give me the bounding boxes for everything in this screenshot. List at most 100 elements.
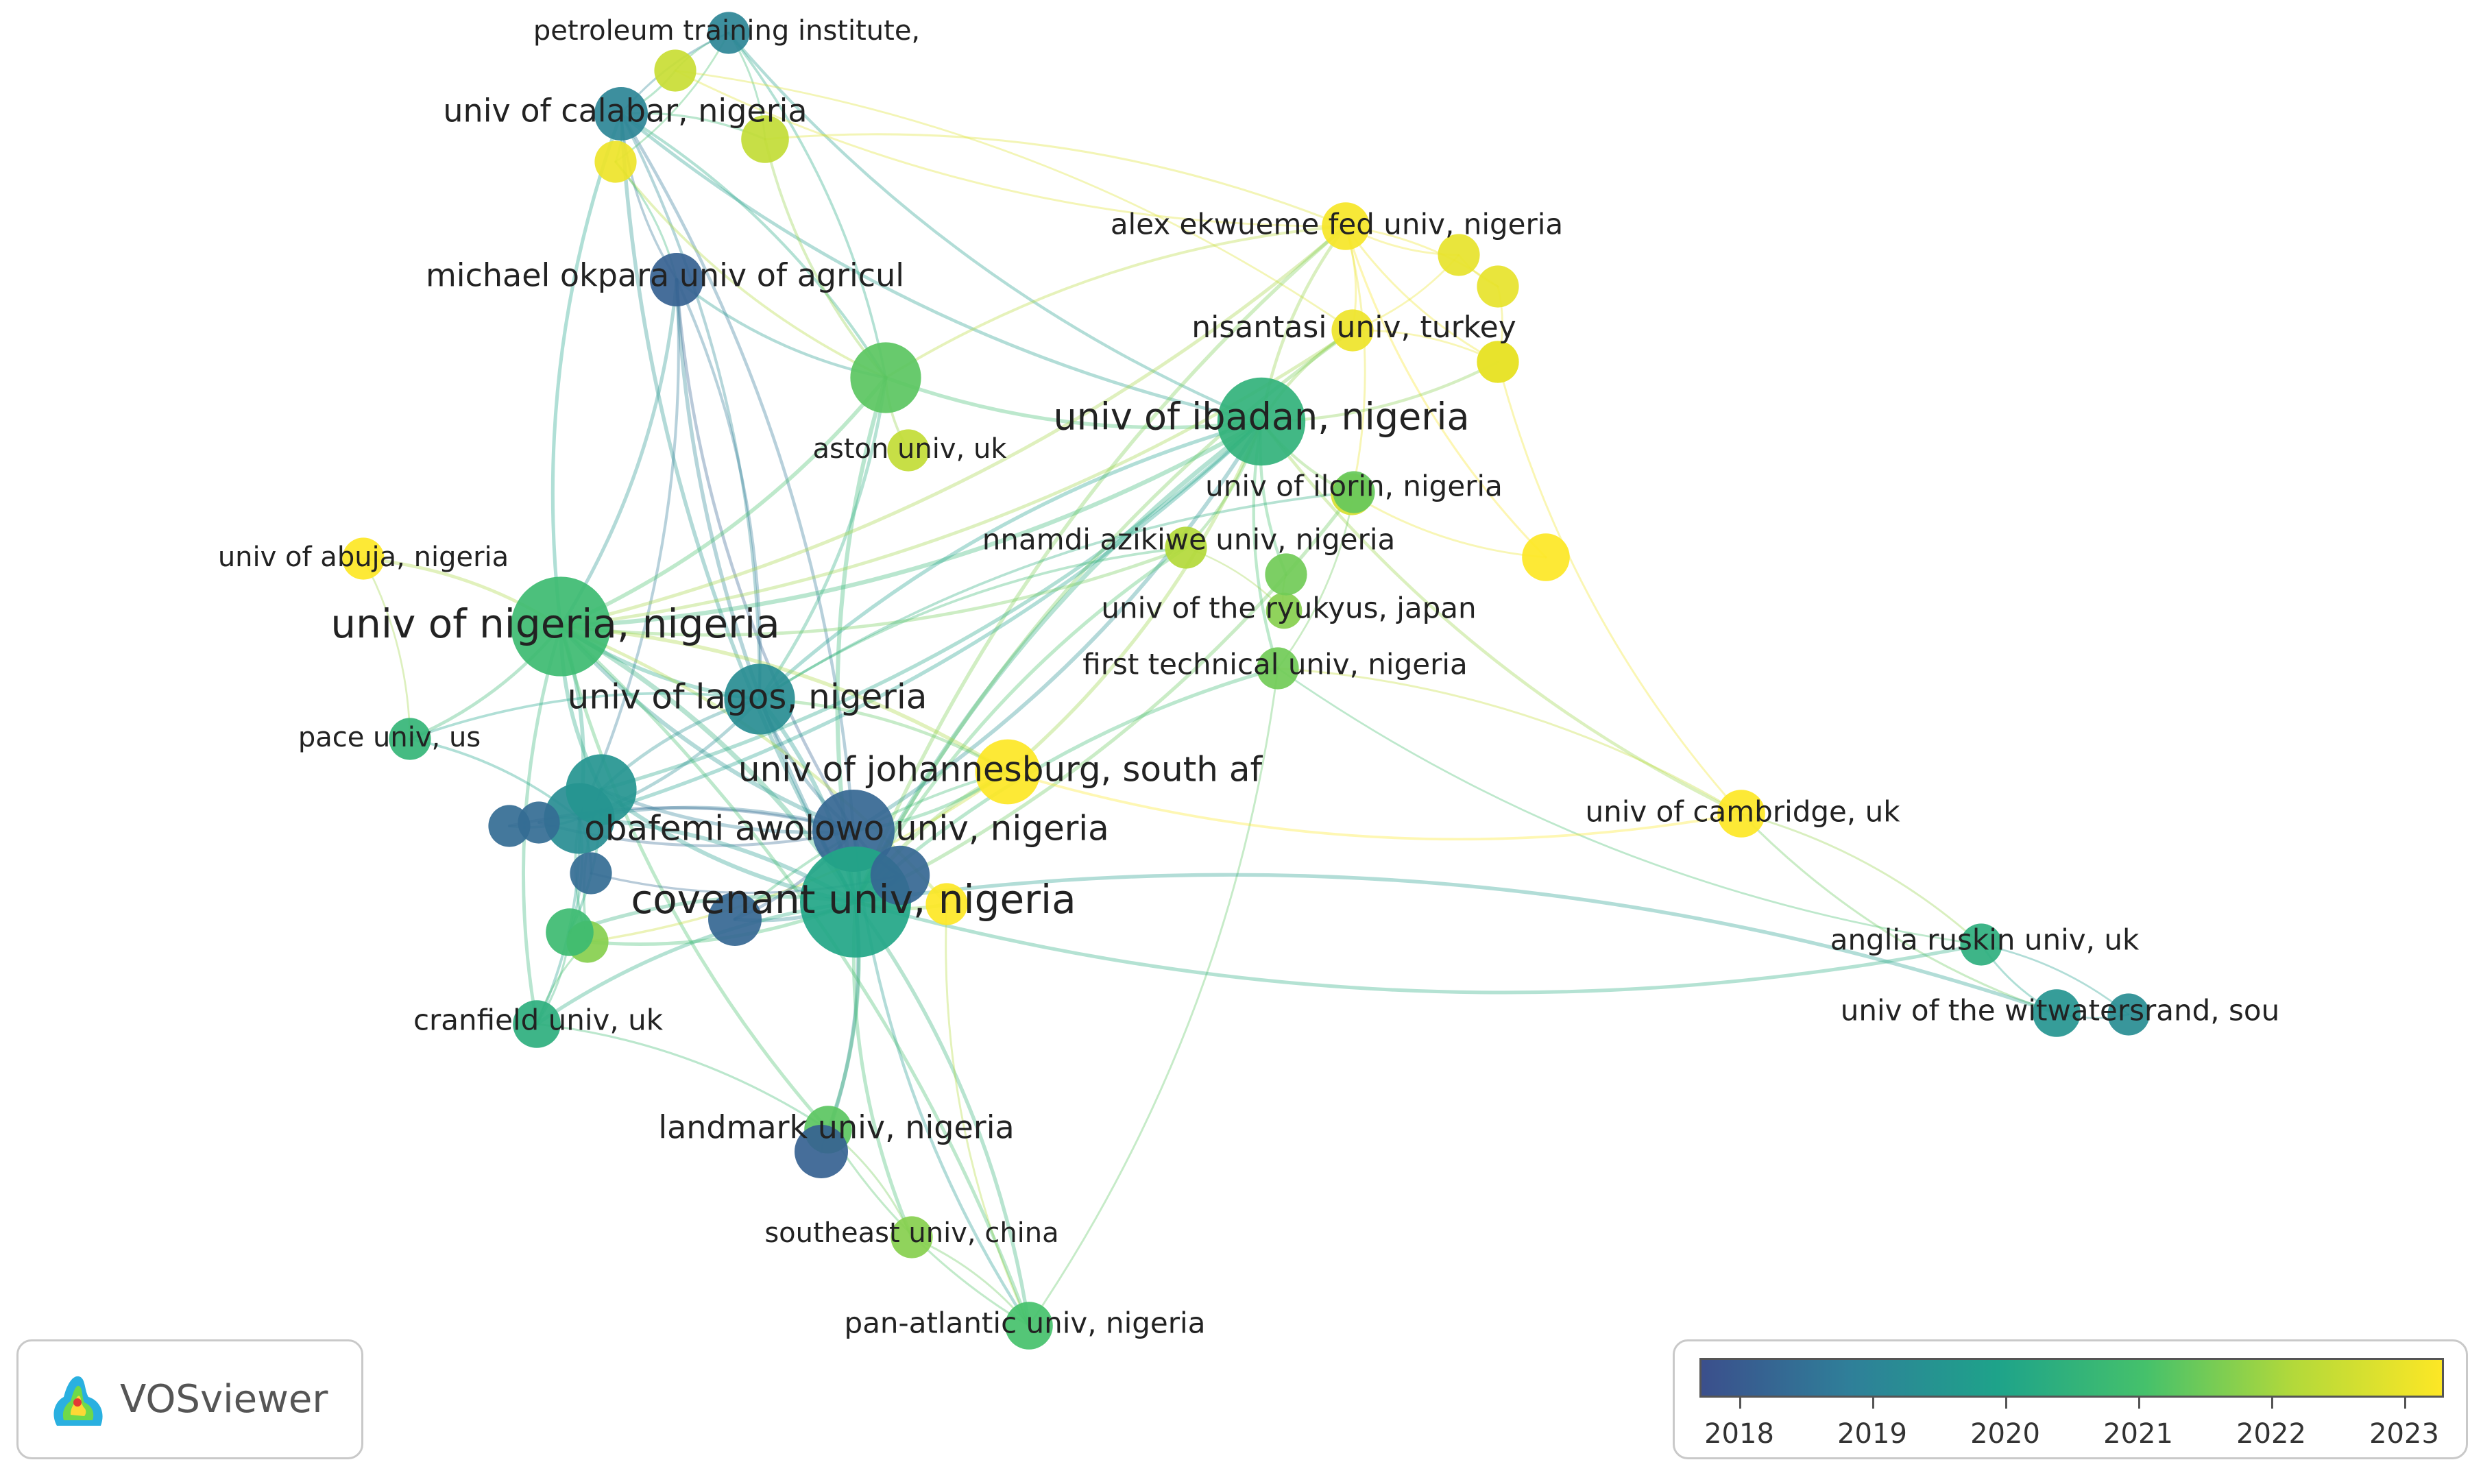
node-label-abuja[interactable]: univ of abuja, nigeria: [218, 542, 509, 573]
link-cambridge-u22: [1497, 361, 1743, 815]
node-petroleum[interactable]: [707, 12, 750, 54]
node-calabar[interactable]: [594, 87, 648, 141]
node-lagos[interactable]: [724, 664, 795, 735]
node-u23[interactable]: [2107, 993, 2150, 1036]
link-u3-u4: [764, 138, 887, 379]
node-u13[interactable]: [518, 801, 560, 844]
link-alex_ekwueme-u8: [1344, 225, 1499, 363]
link-pace-abuja: [362, 557, 411, 740]
node-label-landmark[interactable]: landmark univ, nigeria: [658, 1109, 1014, 1146]
node-label-ilorin[interactable]: univ of ilorin, nigeria: [1205, 470, 1503, 503]
link-petroleum-ibadan: [727, 31, 1263, 424]
node-u19[interactable]: [546, 908, 594, 956]
node-alex_ekwueme[interactable]: [1322, 202, 1370, 250]
node-cambridge[interactable]: [1717, 790, 1765, 838]
node-pace[interactable]: [389, 718, 431, 760]
node-label-southeast[interactable]: southeast univ, china: [764, 1217, 1058, 1249]
node-label-petroleum[interactable]: petroleum training institute,: [533, 15, 920, 47]
link-ibadan-covenant: [853, 419, 1264, 905]
node-u4[interactable]: [850, 342, 921, 413]
node-label-anglia[interactable]: anglia ruskin univ, uk: [1830, 923, 2140, 957]
node-nigeria[interactable]: [511, 576, 611, 677]
legend-tick-2018: [1739, 1398, 1741, 1409]
link-covenant-anglia: [853, 900, 1983, 995]
label-layer: petroleum training institute, univ of cal…: [218, 15, 2279, 1340]
node-label-witwatersrand[interactable]: univ of the witwatersrand, sou: [1841, 994, 2279, 1027]
node-label-calabar[interactable]: univ of calabar, nigeria: [443, 93, 807, 130]
node-label-obafemi[interactable]: obafemi awolowo univ, nigeria: [584, 809, 1109, 849]
node-label-alex_ekwueme[interactable]: alex ekwueme fed univ, nigeria: [1111, 208, 1563, 241]
legend-tick-2021: [2138, 1398, 2140, 1409]
node-u20[interactable]: [1265, 553, 1307, 596]
node-label-ibadan[interactable]: univ of ibadan, nigeria: [1053, 396, 1469, 439]
node-label-cranfield[interactable]: cranfield univ, uk: [413, 1003, 664, 1037]
node-label-nigeria[interactable]: univ of nigeria, nigeria: [330, 600, 779, 647]
node-label-michael_okpara[interactable]: michael okpara univ of agricul: [426, 257, 904, 294]
node-label-cambridge[interactable]: univ of cambridge, uk: [1585, 795, 1900, 829]
node-u15[interactable]: [870, 845, 930, 905]
link-u4-ibadan: [884, 376, 1263, 430]
node-label-pace[interactable]: pace univ, us: [298, 722, 481, 753]
node-u5[interactable]: [1522, 533, 1570, 581]
link-nnamdi-nigeria: [559, 546, 1188, 637]
legend-tick-label-2018: 2018: [1704, 1418, 1774, 1450]
link-u3-alex_ekwueme: [764, 133, 1347, 228]
link-ibadan-lagos: [758, 419, 1263, 701]
node-nisantasi[interactable]: [1331, 309, 1374, 352]
link-calabar-obafemi: [619, 112, 856, 833]
link-first_tech-anglia: [1276, 667, 1983, 946]
node-label-ryukyus[interactable]: univ of the ryukyus, japan: [1101, 592, 1476, 625]
link-covenant-witwatersrand: [853, 873, 2059, 1015]
node-southeast[interactable]: [891, 1216, 933, 1258]
link-calabar-u4: [619, 112, 888, 380]
node-label-lagos[interactable]: univ of lagos, nigeria: [568, 677, 928, 717]
link-u4-nigeria: [559, 376, 888, 629]
node-label-pan_atlantic[interactable]: pan-atlantic univ, nigeria: [845, 1306, 1206, 1340]
node-nnamdi[interactable]: [1165, 526, 1207, 569]
node-u22[interactable]: [1477, 341, 1519, 383]
node-u21[interactable]: [795, 1125, 848, 1178]
node-u16[interactable]: [708, 892, 762, 946]
node-ibadan[interactable]: [1217, 377, 1306, 466]
vosviewer-logo-icon: [53, 1376, 103, 1426]
node-u3[interactable]: [741, 115, 789, 163]
node-label-aston[interactable]: aston univ, uk: [812, 433, 1007, 465]
node-label-nnamdi[interactable]: nnamdi azikiwe univ, nigeria: [982, 523, 1395, 557]
link-alex_ekwueme-ilorin: [1344, 225, 1366, 496]
node-first_tech[interactable]: [1257, 647, 1299, 690]
node-ryukyus[interactable]: [1265, 592, 1303, 629]
node-michael_okpara[interactable]: [650, 253, 703, 306]
node-u9[interactable]: [1333, 471, 1375, 513]
node-label-covenant[interactable]: covenant univ, nigeria: [631, 876, 1076, 923]
node-u14[interactable]: [570, 852, 612, 895]
node-label-first_tech[interactable]: first technical univ, nigeria: [1082, 648, 1468, 681]
link-cranfield-landmark: [535, 1023, 829, 1131]
node-u11[interactable]: [566, 754, 637, 825]
node-cranfield[interactable]: [513, 1000, 561, 1048]
node-layer: [342, 12, 2150, 1350]
node-abuja[interactable]: [342, 537, 385, 580]
node-pan_atlantic[interactable]: [1005, 1302, 1053, 1350]
link-u4-lagos: [758, 376, 888, 701]
node-u6[interactable]: [1438, 234, 1480, 276]
node-anglia[interactable]: [1960, 923, 2002, 966]
link-michael_okpara-obafemi: [675, 278, 856, 833]
node-aston[interactable]: [887, 429, 930, 472]
node-u7[interactable]: [1477, 265, 1519, 308]
color-scale-bar: [1699, 1358, 2444, 1398]
node-u17[interactable]: [925, 883, 968, 925]
link-calabar-ibadan: [619, 112, 1263, 424]
link-calabar-lagos: [619, 112, 762, 701]
legend-tick-2023: [2404, 1398, 2406, 1409]
node-label-johannesburg[interactable]: univ of johannesburg, south af: [738, 750, 1263, 790]
link-nnamdi-lagos: [758, 546, 1187, 701]
node-johannesburg[interactable]: [975, 739, 1041, 805]
node-u2[interactable]: [594, 141, 637, 183]
node-witwatersrand[interactable]: [2033, 989, 2081, 1037]
node-u1[interactable]: [654, 49, 697, 92]
node-label-nisantasi[interactable]: nisantasi univ, turkey: [1191, 310, 1516, 345]
